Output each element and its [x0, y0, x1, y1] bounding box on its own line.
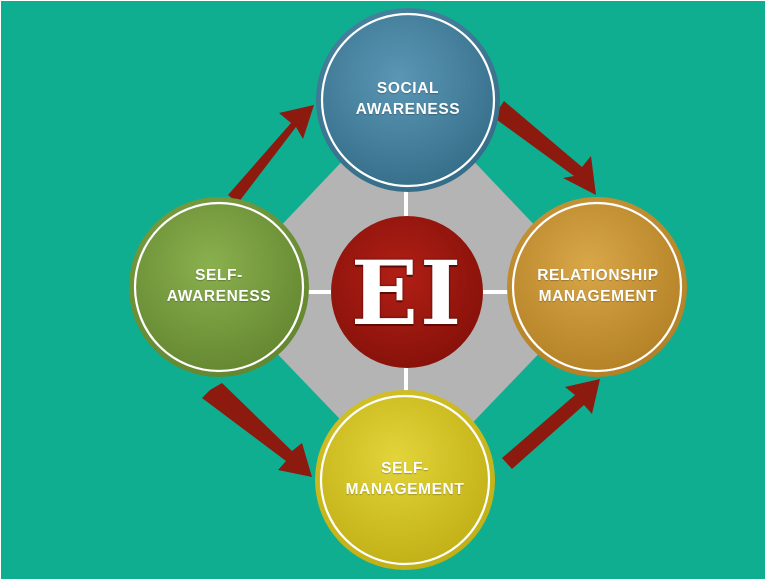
self-management-circle: [315, 390, 495, 570]
node-relationship-management: [507, 197, 687, 377]
arrow-top-right: [493, 101, 596, 195]
arrow-bottom-right: [502, 379, 600, 469]
self-management-label: SELF- MANAGEMENT: [345, 460, 465, 498]
center-circle: [331, 216, 483, 368]
relationship-management-label: RELATIONSHIP MANAGEMENT: [537, 267, 659, 305]
self-awareness-ring: [133, 201, 305, 373]
self-management-ring: [319, 394, 491, 566]
node-social-awareness: [316, 8, 500, 192]
node-self-awareness: [129, 197, 309, 377]
self-awareness-circle: [129, 197, 309, 377]
relationship-management-circle: [507, 197, 687, 377]
arrow-bottom-left: [202, 383, 312, 477]
self-awareness-label: SELF- AWARENESS: [166, 267, 272, 305]
social-awareness-label: SOCIAL AWARENESS: [355, 80, 461, 118]
relationship-management-ring: [511, 201, 683, 373]
social-awareness-ring: [320, 12, 496, 188]
center-ei-label: EI: [350, 241, 464, 345]
node-center: [331, 216, 483, 368]
social-awareness-circle: [316, 8, 500, 192]
arrow-top-left: [228, 105, 314, 203]
node-self-management: [315, 390, 495, 570]
